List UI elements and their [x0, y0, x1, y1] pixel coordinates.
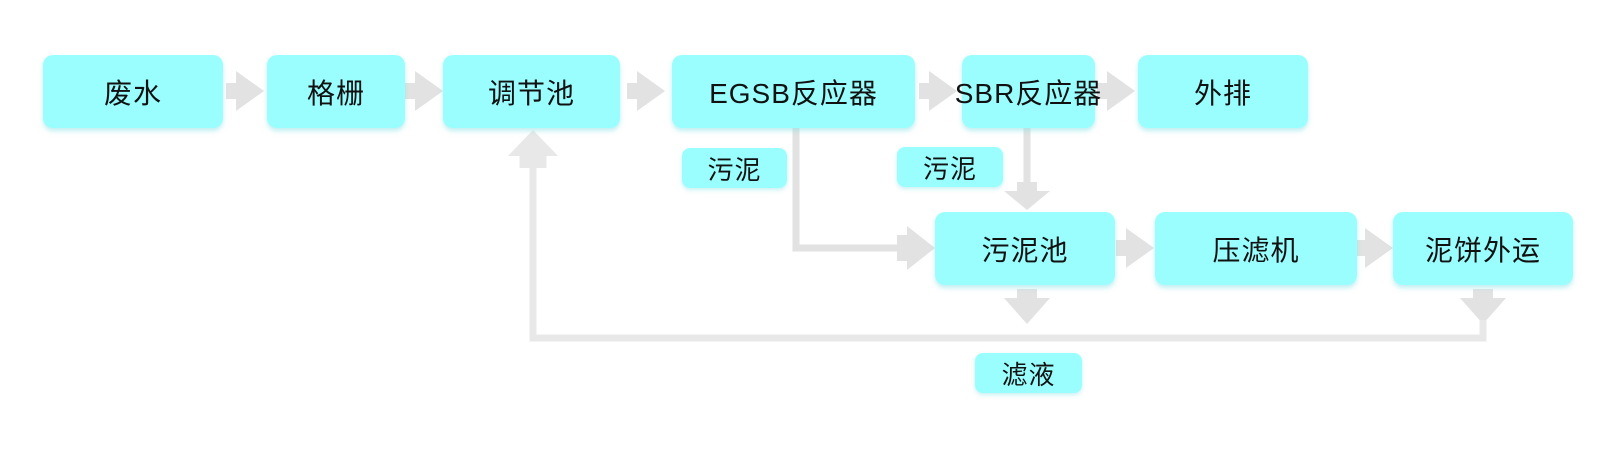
line-filtrate-horizontal: [529, 334, 1487, 342]
node-sbr-reactor: SBR反应器: [955, 55, 1101, 128]
node-screen: 格栅: [267, 55, 405, 128]
line-filtrate-vertical: [529, 166, 537, 342]
arrow-sbr-to-discharge: [1097, 71, 1135, 111]
arrow-regulating-tank-to-egsb: [627, 71, 665, 111]
line-sbr-sludge-vertical: [1023, 128, 1031, 182]
line-egsb-sludge-vertical: [792, 128, 800, 252]
tag-sludge-egsb: 污泥: [682, 148, 787, 188]
node-discharge: 外排: [1138, 55, 1308, 128]
arrow-filtrate-to-regulating-tank: [508, 130, 558, 168]
node-regulating-tank: 调节池: [443, 55, 620, 128]
arrow-sludge-tank-to-filtrate-line: [1004, 289, 1050, 324]
node-wastewater: 废水: [43, 55, 223, 128]
tag-filtrate: 滤液: [975, 353, 1082, 393]
arrow-egsb-to-sbr: [919, 71, 957, 111]
line-egsb-sludge-horizontal: [792, 244, 897, 252]
arrow-filter-press-to-mud-cake: [1355, 228, 1393, 268]
arrow-screen-to-regulating-tank: [405, 71, 443, 111]
arrow-wastewater-to-screen: [226, 71, 264, 111]
node-sludge-tank: 污泥池: [935, 212, 1115, 285]
node-egsb-reactor: EGSB反应器: [672, 55, 915, 128]
arrow-egsb-sludge-to-sludge-tank: [897, 226, 935, 270]
node-mud-cake-out: 泥饼外运: [1393, 212, 1573, 285]
arrow-sludge-tank-to-filter-press: [1116, 228, 1154, 268]
tag-sludge-sbr: 污泥: [897, 147, 1003, 187]
arrow-sbr-sludge-to-sludge-tank: [1004, 182, 1050, 210]
arrow-mud-cake-to-filtrate-line: [1460, 289, 1506, 324]
node-filter-press: 压滤机: [1155, 212, 1357, 285]
line-mud-cake-connector: [1479, 320, 1487, 342]
